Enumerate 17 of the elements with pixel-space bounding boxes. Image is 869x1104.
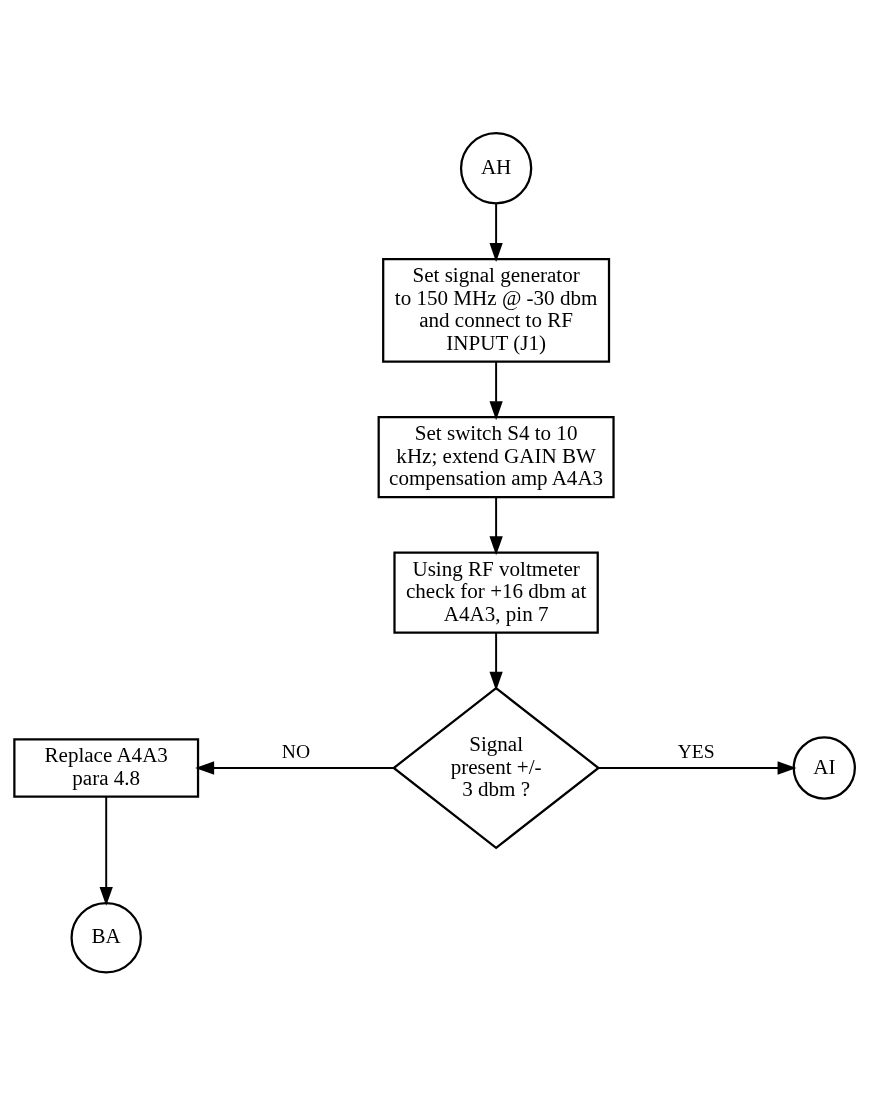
arrow [489, 631, 503, 691]
node-circle: AI [792, 735, 856, 800]
edge-label: YES [677, 740, 715, 762]
node-circle: BA [70, 901, 142, 973]
arrow [489, 360, 503, 420]
arrow [489, 496, 503, 555]
arrow [195, 760, 395, 775]
node-circle: AH [459, 131, 533, 204]
node-box: Set switch S4 to 10 kHz; extend GAIN BW compensation amp A4A3 [377, 415, 615, 498]
node-box: Using RF voltmeter check for +16 dbm at A4A3, pin 7 [393, 551, 599, 634]
node-diamond: Signal present +/- 3 dbm ? [391, 686, 601, 849]
node-box: Set signal generator to 150 MHz @ -30 dbm and connect to RF INPUT (J1) [382, 257, 611, 363]
arrow [489, 202, 503, 262]
node-box: Replace A4A3 para 4.8 [13, 737, 200, 798]
arrow [597, 760, 797, 775]
arrow [99, 795, 113, 906]
edge-label: NO [281, 740, 311, 762]
